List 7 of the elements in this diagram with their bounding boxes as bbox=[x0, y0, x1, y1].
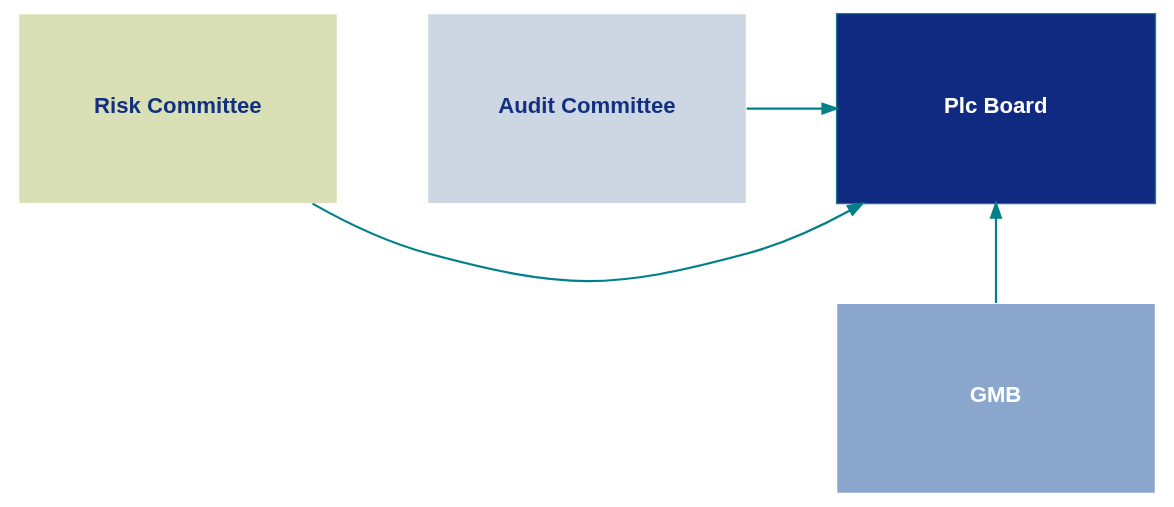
node-box: Audit Committee bbox=[426, 12, 748, 205]
node-box: Plc Board bbox=[835, 12, 1157, 205]
node-box: GMB bbox=[835, 302, 1157, 495]
node-box: Risk Committee bbox=[17, 12, 339, 205]
arrow bbox=[746, 102, 840, 116]
arrow bbox=[312, 202, 866, 283]
arrow bbox=[989, 200, 1003, 303]
